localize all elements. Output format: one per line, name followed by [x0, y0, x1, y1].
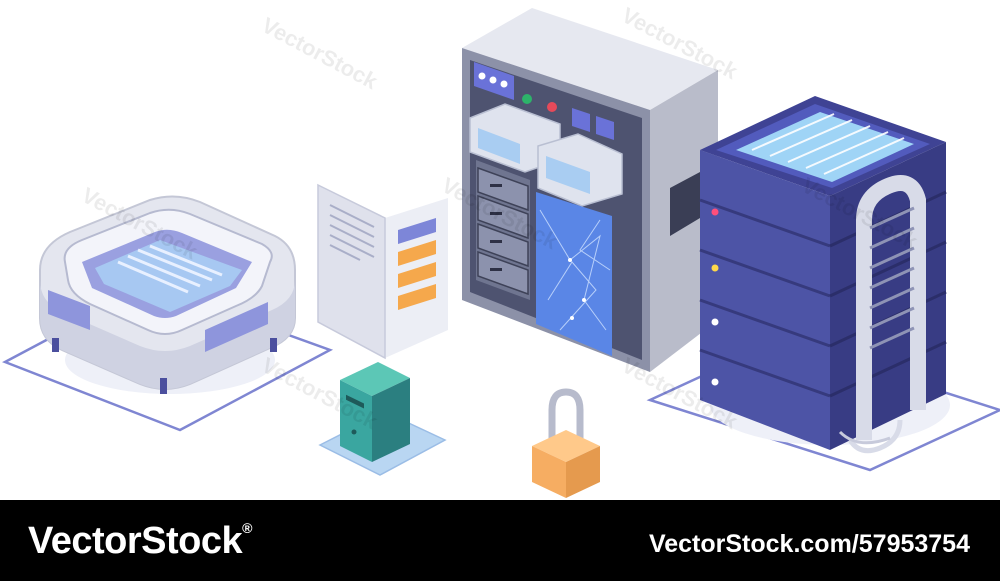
- air-conditioner-unit: [2, 195, 334, 432]
- server-rack: [646, 96, 1000, 472]
- footer-bar: VectorStock® VectorStock.com/57953754: [0, 500, 1000, 581]
- brand-logo: VectorStock®: [28, 520, 252, 563]
- svg-text:VectorStock: VectorStock: [258, 12, 383, 94]
- brand-name: VectorStock: [28, 520, 243, 562]
- image-id: VectorStock.com/57953754: [648, 530, 970, 558]
- small-cabinet: [318, 362, 447, 476]
- folded-document: [317, 183, 448, 360]
- open-server-cabinet: [462, 8, 718, 372]
- padlock-icon: [532, 388, 600, 498]
- registered-mark: ®: [242, 520, 252, 536]
- illustration: VectorStock VectorStock VectorStock Vect…: [2, 2, 1000, 498]
